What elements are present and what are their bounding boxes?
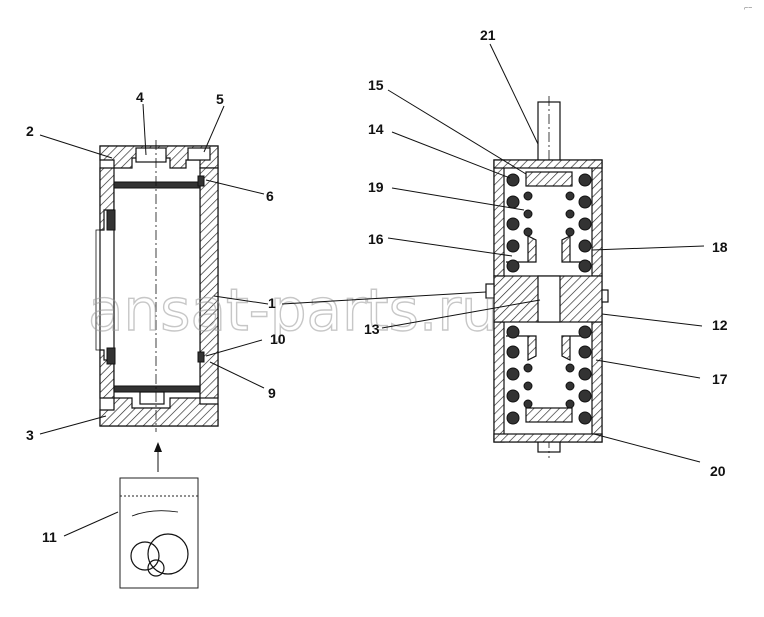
leader-17 xyxy=(595,359,701,379)
upper-seat-left xyxy=(506,235,537,263)
bottom-screw xyxy=(139,391,165,405)
leader-18 xyxy=(591,245,705,251)
bag-pointer-arrow xyxy=(154,442,162,452)
leader-11 xyxy=(63,511,119,537)
side-seal-upper xyxy=(106,209,116,231)
leader-12 xyxy=(601,313,703,327)
side-plug xyxy=(601,289,609,303)
leader-5 xyxy=(203,105,225,153)
left-cylinder-assembly xyxy=(95,140,219,432)
piston-chamber xyxy=(113,183,201,391)
side-seal-lower xyxy=(106,347,116,365)
callout-5: 5 xyxy=(216,91,224,107)
upper-seal xyxy=(113,181,201,189)
leader-14 xyxy=(391,131,511,179)
leader-2 xyxy=(39,134,113,159)
o-ring-small xyxy=(147,559,165,577)
callout-1: 1 xyxy=(268,295,276,311)
leader-1b xyxy=(281,291,487,305)
leader-3 xyxy=(39,415,107,435)
leader-20 xyxy=(593,433,701,463)
callout-labels: 4 5 2 6 1 10 9 3 11 21 15 14 19 16 18 13… xyxy=(26,27,728,545)
leader-21 xyxy=(489,43,539,145)
corner-mark: ⌐~ xyxy=(744,5,752,12)
callout-10: 10 xyxy=(270,331,286,347)
seal-kit-bag xyxy=(119,477,199,589)
right-spring-assembly xyxy=(485,96,609,458)
callout-4: 4 xyxy=(136,89,144,105)
leader-1a xyxy=(213,295,269,305)
leader-9 xyxy=(209,361,265,389)
callout-13: 13 xyxy=(364,321,380,337)
screw-5-head xyxy=(187,147,211,161)
callout-11: 11 xyxy=(42,529,57,545)
lower-seat-left xyxy=(506,335,537,361)
callout-3: 3 xyxy=(26,427,34,443)
top-cover xyxy=(493,159,603,169)
leader-4 xyxy=(142,103,147,156)
leader-6 xyxy=(205,179,265,195)
callout-19: 19 xyxy=(368,179,384,195)
callout-18: 18 xyxy=(712,239,728,255)
screw-4-head xyxy=(135,147,167,163)
o-ring-large xyxy=(147,533,189,575)
bag-crease xyxy=(131,510,179,517)
callout-15: 15 xyxy=(368,77,384,93)
lower-spring xyxy=(506,325,592,425)
lower-nut xyxy=(525,407,573,423)
callout-9: 9 xyxy=(268,385,276,401)
seal-10 xyxy=(197,351,205,363)
o-ring-medium xyxy=(130,541,160,571)
watermark-text: ansat-parts.ru xyxy=(88,276,498,344)
callout-14: 14 xyxy=(368,121,384,137)
bottom-cap xyxy=(99,397,219,427)
callout-16: 16 xyxy=(368,231,384,247)
callout-17: 17 xyxy=(712,371,728,387)
leader-13 xyxy=(381,299,541,329)
upper-left-wall xyxy=(493,159,505,277)
side-port xyxy=(485,283,495,299)
shaft-middle xyxy=(537,275,561,323)
leader-10 xyxy=(205,339,263,357)
leader-lines xyxy=(39,43,705,537)
lower-seal xyxy=(113,385,201,393)
upper-spring xyxy=(506,173,592,273)
bottom-cover xyxy=(493,433,603,443)
leader-19 xyxy=(391,187,525,211)
side-recess xyxy=(95,229,100,351)
callout-20: 20 xyxy=(710,463,726,479)
callout-12: 12 xyxy=(712,317,728,333)
callout-6: 6 xyxy=(266,188,274,204)
upper-right-wall xyxy=(591,159,603,277)
leader-15 xyxy=(387,89,527,175)
callout-2: 2 xyxy=(26,123,34,139)
lower-right-wall xyxy=(591,321,603,443)
leader-16 xyxy=(387,237,513,257)
callout-21: 21 xyxy=(480,27,496,43)
seal-6 xyxy=(197,175,205,187)
upper-nut xyxy=(525,171,573,187)
